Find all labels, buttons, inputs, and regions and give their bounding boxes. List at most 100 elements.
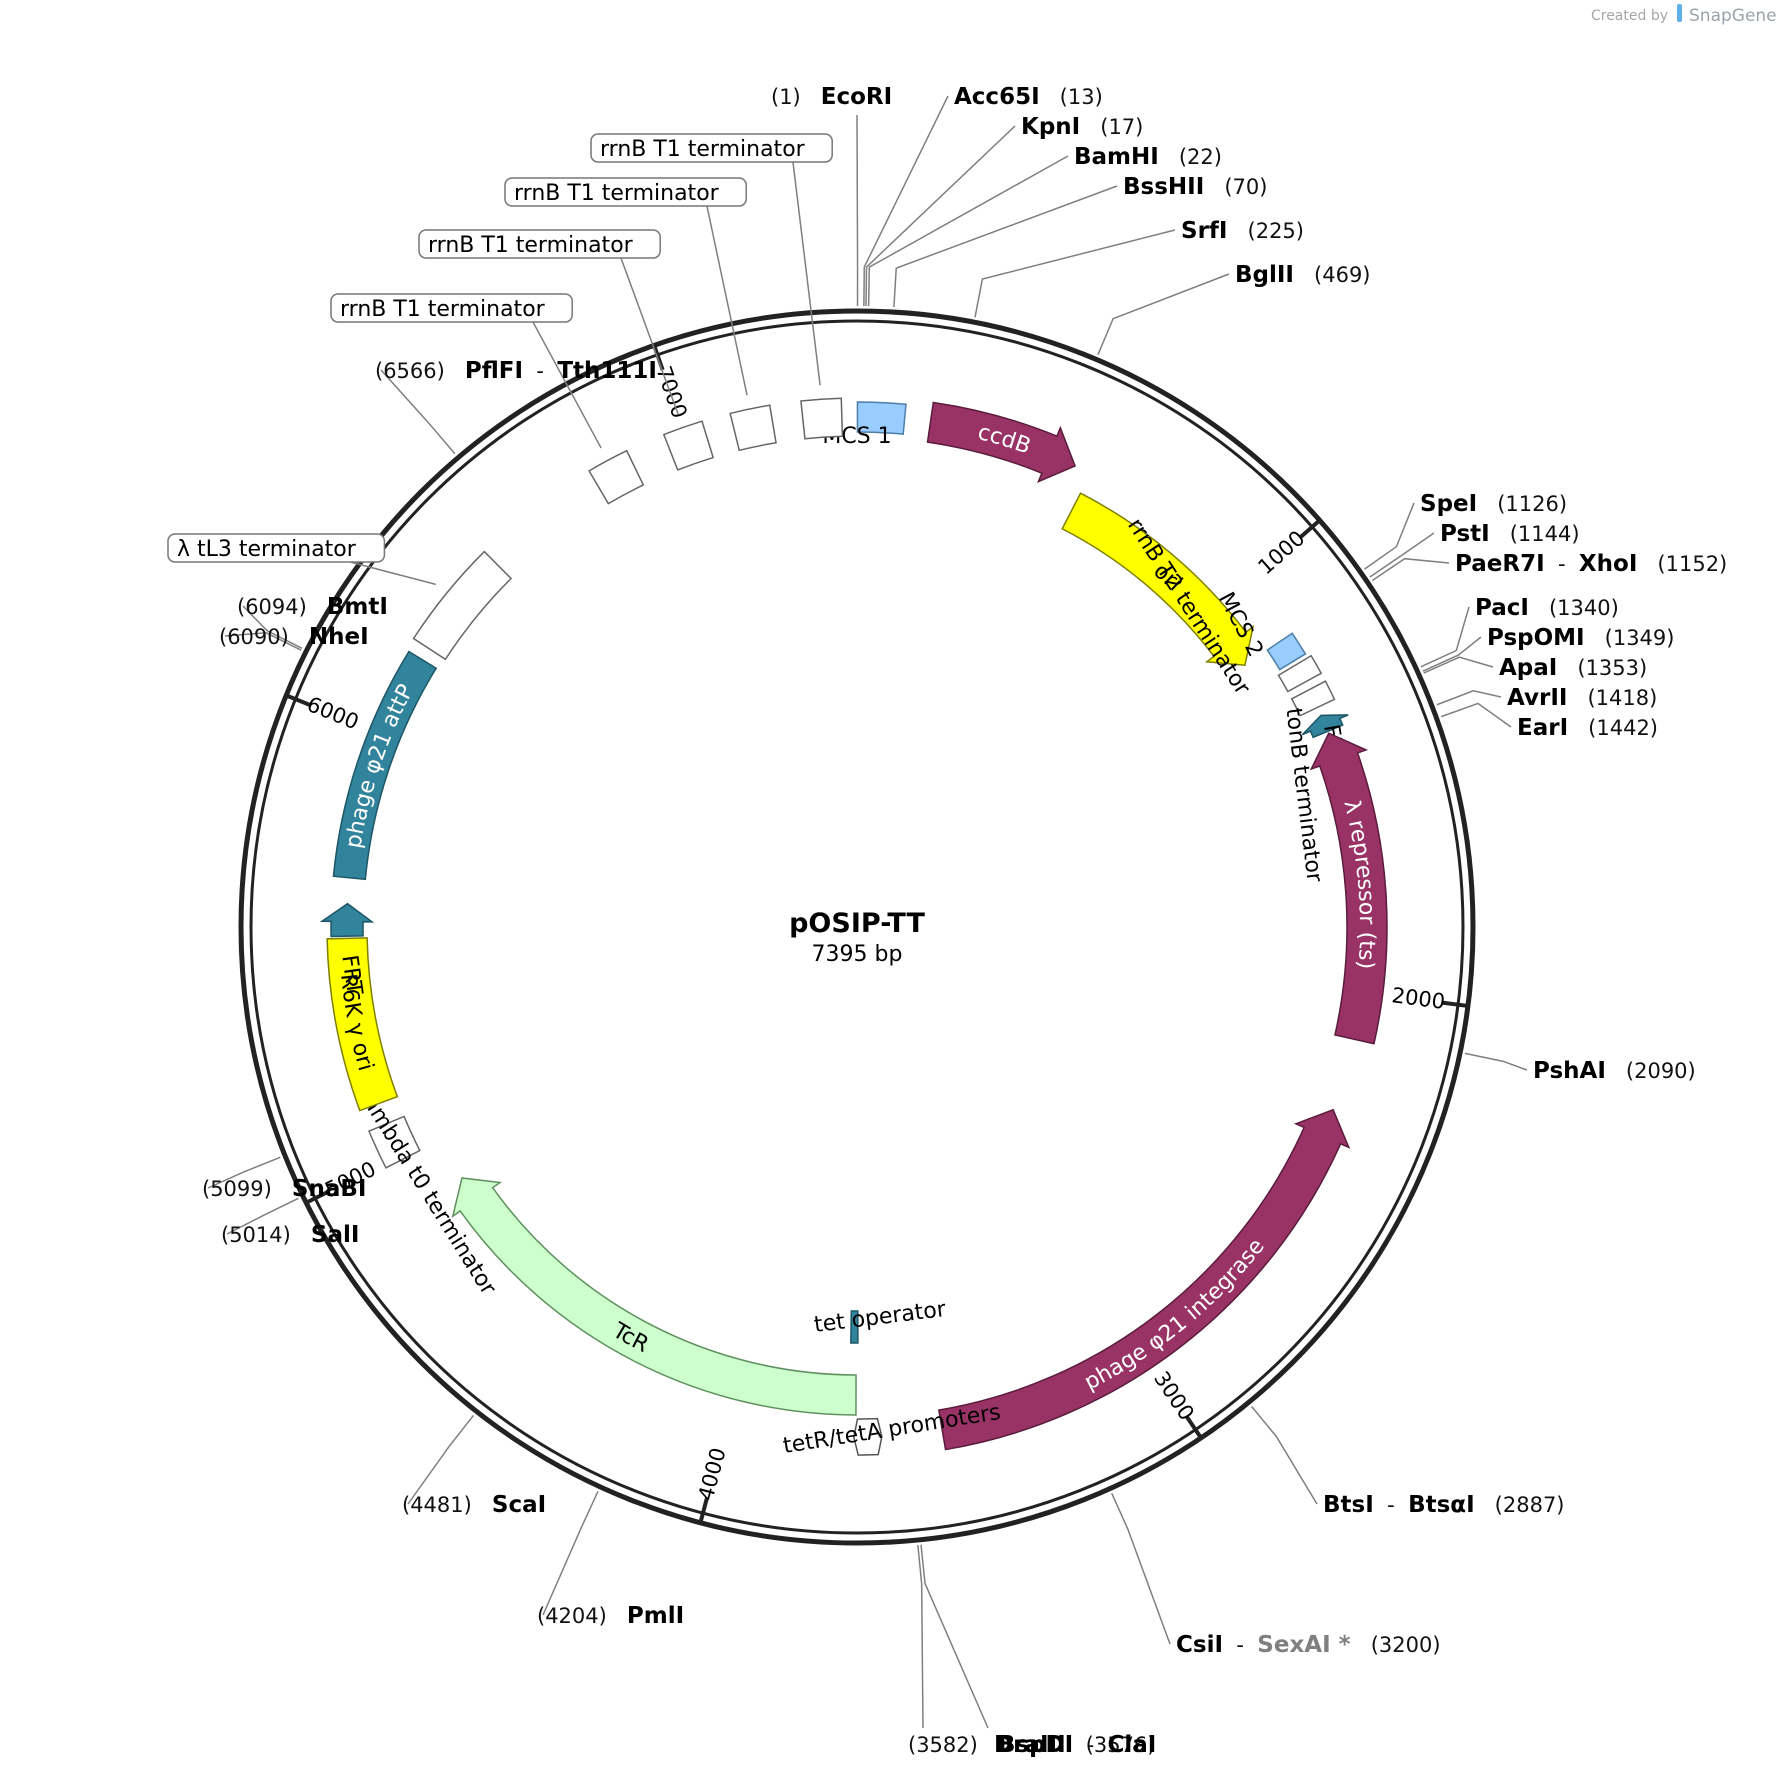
site-separator: - xyxy=(1374,1493,1408,1517)
feature-tet-operator[interactable]: tet operator xyxy=(813,1297,948,1344)
site-shape xyxy=(319,902,375,938)
site-ecori[interactable]: (1) EcoRI xyxy=(771,84,892,110)
site-label: ApaI (1353) xyxy=(1499,655,1647,681)
site-shape xyxy=(1301,714,1349,739)
feature-phage-21-attp[interactable]: phage φ21 attP xyxy=(332,650,438,881)
site-position: (6566) xyxy=(375,359,445,383)
site-pspomi[interactable]: PspOMI (1349) xyxy=(1487,625,1674,651)
site-gap xyxy=(1568,716,1588,740)
feature-rrnb-t1-terminator[interactable]: rrnB T1 terminator xyxy=(504,177,777,452)
feature-label-box xyxy=(330,293,573,323)
site-name: EcoRI xyxy=(821,84,892,110)
site-gap xyxy=(272,1177,292,1201)
site-eari[interactable]: EarI (1442) xyxy=(1517,715,1658,741)
tick-label: 1000 xyxy=(1253,526,1309,579)
site-name-secondary: Tth111I xyxy=(557,358,657,384)
site-position: (225) xyxy=(1248,219,1304,243)
site-position: (1152) xyxy=(1657,552,1727,576)
site-label: BglII (469) xyxy=(1235,262,1371,288)
site-leader xyxy=(1369,532,1435,578)
site-name: PspOMI xyxy=(1487,625,1585,651)
feature-label: rrnB T1 terminator xyxy=(600,137,806,162)
snapgene-watermark[interactable]: Created by SnapGene xyxy=(1591,4,1777,26)
site-btsi[interactable]: BtsI - BtsαI (2887) xyxy=(1323,1492,1565,1518)
site-leader xyxy=(920,1544,989,1729)
site-name: PshAI xyxy=(1533,1058,1606,1084)
feature-r6k-ori[interactable]: R6K γ ori xyxy=(326,937,399,1112)
site-leader xyxy=(1251,1406,1318,1505)
terminator-shape xyxy=(800,397,844,440)
site-bsshii[interactable]: BssHII (70) xyxy=(1123,174,1267,200)
tick-label: 6000 xyxy=(304,692,363,734)
feature-label: rrnB T1 terminator xyxy=(514,181,720,206)
site-gap xyxy=(1637,552,1657,576)
feature-frt[interactable]: FRT xyxy=(319,902,375,997)
site-csii[interactable]: CsiI - SexAI * (3200) xyxy=(1176,1632,1441,1658)
feature-label: tet operator xyxy=(813,1297,948,1338)
site-apai[interactable]: ApaI (1353) xyxy=(1499,655,1647,681)
snapgene-logo-icon xyxy=(1677,4,1682,22)
site-avrii[interactable]: AvrII (1418) xyxy=(1507,685,1657,711)
site-position: (2090) xyxy=(1626,1059,1696,1083)
site-nhei[interactable]: (6090) NheI xyxy=(219,624,369,650)
feature-phage-21-integrase[interactable]: phage φ21 integrase xyxy=(937,1108,1351,1451)
feature-tl3-terminator[interactable]: λ tL3 terminator xyxy=(167,533,513,661)
watermark-brand: SnapGene xyxy=(1689,6,1777,26)
site-position: (1144) xyxy=(1510,522,1580,546)
site-scai[interactable]: (4481) ScaI xyxy=(402,1492,546,1518)
site-label: Acc65I (13) xyxy=(954,84,1103,110)
site-position: (3582) xyxy=(908,1733,978,1757)
site-srfi[interactable]: SrfI (225) xyxy=(1181,218,1304,244)
site-paci[interactable]: PacI (1340) xyxy=(1475,595,1619,621)
feature-repressor-ts[interactable]: λ repressor (ts) xyxy=(1309,732,1388,1045)
site-name: BmtI xyxy=(327,594,388,620)
feature-rrnb-t1-terminator[interactable]: rrnB T1 terminator xyxy=(330,293,645,505)
feature-ori[interactable]: ori xyxy=(1061,492,1255,669)
site-pflfi[interactable]: (6566) PflFI - Tth111I xyxy=(375,358,657,384)
site-spei[interactable]: SpeI (1126) xyxy=(1420,491,1567,517)
site-name: DraIII xyxy=(994,1732,1066,1758)
site-leader xyxy=(867,155,1069,307)
site-sali[interactable]: (5014) SalI xyxy=(221,1222,359,1248)
site-bamhi[interactable]: BamHI (22) xyxy=(1074,144,1222,170)
site-draiii[interactable]: DraIII (3576) xyxy=(994,1732,1156,1758)
site-position: (1349) xyxy=(1605,626,1675,650)
feature-label-box xyxy=(590,133,833,163)
site-label: (4481) ScaI xyxy=(402,1492,546,1518)
site-position: (469) xyxy=(1314,263,1370,287)
plasmid-size: 7395 bp xyxy=(812,942,903,967)
site-bglii[interactable]: BglII (469) xyxy=(1235,262,1371,288)
promoter-shape xyxy=(853,1417,883,1456)
site-position: (1353) xyxy=(1577,656,1647,680)
site-position: (6094) xyxy=(237,595,307,619)
site-position: (6090) xyxy=(219,625,289,649)
restriction-sites: (1) EcoRI Acc65I (13) KpnI (17) BamHI (22) B… xyxy=(202,84,1727,1758)
site-name: PacI xyxy=(1475,595,1529,621)
site-label: SpeI (1126) xyxy=(1420,491,1567,517)
site-gap xyxy=(607,1604,627,1628)
feature-leader xyxy=(706,205,748,396)
site-separator: - xyxy=(1545,552,1579,576)
feature-rrnb-t1-terminator[interactable]: rrnB T1 terminator xyxy=(418,229,715,471)
site-name: KpnI xyxy=(1021,114,1080,140)
site-pshai[interactable]: PshAI (2090) xyxy=(1533,1058,1696,1084)
feature-rrnb-t1-terminator[interactable]: rrnB T1 terminator xyxy=(590,133,844,440)
feature-label: λ tL3 terminator xyxy=(177,537,357,562)
site-psti[interactable]: PstI (1144) xyxy=(1440,521,1580,547)
site-name: ScaI xyxy=(492,1492,546,1518)
feature-tcr[interactable]: TcR xyxy=(451,1177,857,1416)
site-position: (1340) xyxy=(1549,596,1619,620)
site-paer7i[interactable]: PaeR7I - XhoI (1152) xyxy=(1455,551,1727,577)
ori-shape xyxy=(1061,492,1255,666)
site-bspdi[interactable]: (3582) BspDI - ClaI xyxy=(908,1732,1156,1758)
site-kpni[interactable]: KpnI (17) xyxy=(1021,114,1143,140)
site-name: Acc65I xyxy=(954,84,1040,110)
site-pmli[interactable]: (4204) PmlI xyxy=(537,1603,684,1629)
tick-label: 2000 xyxy=(1390,983,1446,1014)
site-acc65i[interactable]: Acc65I (13) xyxy=(954,84,1103,110)
feature-ccdb[interactable]: ccdB xyxy=(926,401,1077,483)
gene-shape xyxy=(937,1108,1351,1451)
site-bmti[interactable]: (6094) BmtI xyxy=(237,594,388,620)
site-snabi[interactable]: (5099) SnaBI xyxy=(202,1176,366,1202)
site-position: (4204) xyxy=(537,1604,607,1628)
